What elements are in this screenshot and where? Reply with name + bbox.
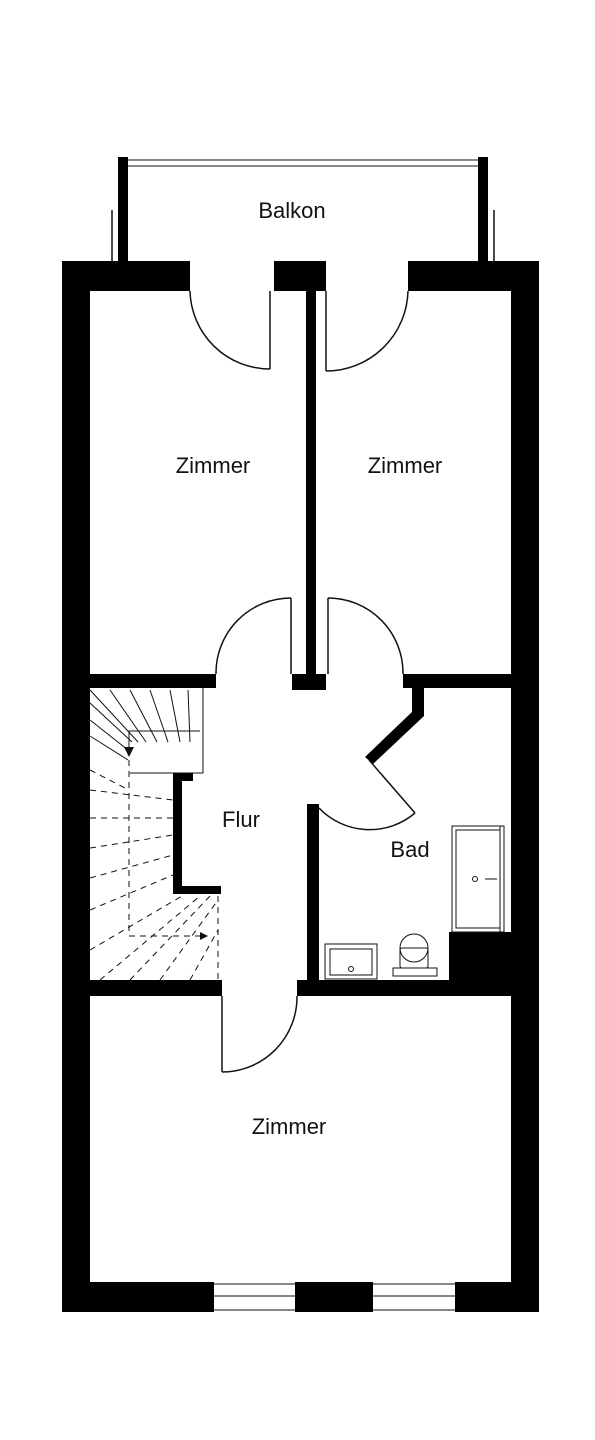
wall-lower-right [297, 980, 511, 996]
wall-mid-right [403, 674, 511, 688]
door-room-top-right [327, 597, 404, 675]
wash-basin [324, 943, 378, 980]
wall-bottom-left [62, 1282, 214, 1312]
wall-bath-shaft [449, 932, 511, 982]
wall-lower-left [90, 980, 222, 996]
wall-bottom-right [455, 1282, 539, 1312]
door-balcony-right [325, 290, 409, 372]
stair-arrow-right [200, 932, 208, 940]
wall-left [62, 261, 90, 1312]
wall-stair-niche-side [173, 773, 182, 894]
wall-top-middle [274, 261, 326, 291]
toilet [392, 933, 438, 977]
bathroom-fixtures [324, 825, 505, 980]
doors [189, 290, 416, 1073]
shower [451, 825, 505, 933]
wall-stair-niche-top [173, 773, 193, 781]
wall-bath-diagonal [365, 688, 424, 764]
stair-arrow-down [124, 747, 134, 757]
exterior-walls [62, 261, 539, 1312]
window-left [214, 1283, 295, 1311]
balcony-post-left [118, 157, 128, 263]
wall-bottom-middle [295, 1282, 373, 1312]
wall-right [511, 261, 539, 1312]
wall-upper-divider-base [292, 674, 326, 690]
wall-stair-niche-bottom [173, 886, 221, 894]
door-room-bottom [221, 995, 298, 1073]
window-right [373, 1283, 455, 1311]
wall-mid-left [90, 674, 216, 688]
wall-upper-divider [306, 291, 316, 689]
room-label-bathroom: Bad [390, 837, 429, 862]
wall-bath-left [307, 804, 319, 982]
staircase [89, 688, 219, 981]
balcony-post-right [478, 157, 488, 263]
door-room-top-left [215, 597, 292, 675]
balcony [111, 157, 495, 263]
room-label-top-right: Zimmer [368, 453, 443, 478]
interior-walls [90, 291, 511, 996]
door-bathroom [318, 759, 416, 831]
room-label-balcony: Balkon [258, 198, 325, 223]
room-label-top-left: Zimmer [176, 453, 251, 478]
door-balcony-left [189, 290, 271, 370]
room-label-bottom: Zimmer [252, 1114, 327, 1139]
room-label-hallway: Flur [222, 807, 260, 832]
